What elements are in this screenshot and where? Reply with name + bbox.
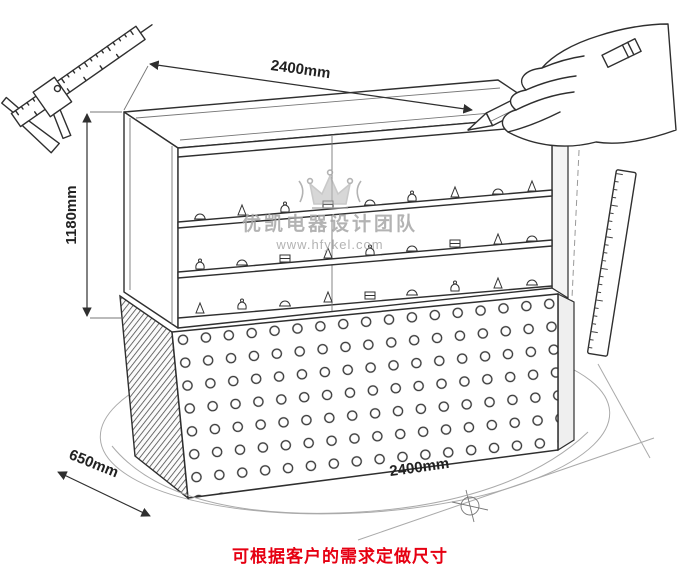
- dim-left-label: 1180mm: [63, 185, 80, 244]
- hand-icon: [501, 23, 677, 147]
- base-right-edge: [557, 293, 575, 452]
- shelf-lower: [177, 239, 553, 279]
- glass-front: [177, 115, 553, 329]
- watermark-website: www.hfykel.com: [275, 237, 383, 252]
- custom-size-caption: 可根据客户的需求定做尺寸: [232, 547, 448, 566]
- shelf-upper: [177, 189, 553, 229]
- ruler-icon: [587, 169, 637, 357]
- vernier-caliper-icon: [1, 24, 153, 154]
- base-front-perforated: [171, 293, 559, 499]
- crown-logo-icon: [298, 169, 362, 209]
- compass-mark-icon: [460, 496, 480, 516]
- dimension-left: 1180mm: [63, 111, 124, 319]
- floor-sweep-front: [111, 431, 589, 514]
- dim-top-label: 2400mm: [270, 57, 332, 82]
- case-left-face: [123, 111, 179, 329]
- watermark-brand-text: 优凯电器设计团队: [242, 212, 418, 235]
- watermark: 优凯电器设计团队 www.hfykel.com: [242, 169, 418, 252]
- display-case-sketch: [119, 79, 575, 500]
- dim-depth-label: 650mm: [67, 446, 121, 481]
